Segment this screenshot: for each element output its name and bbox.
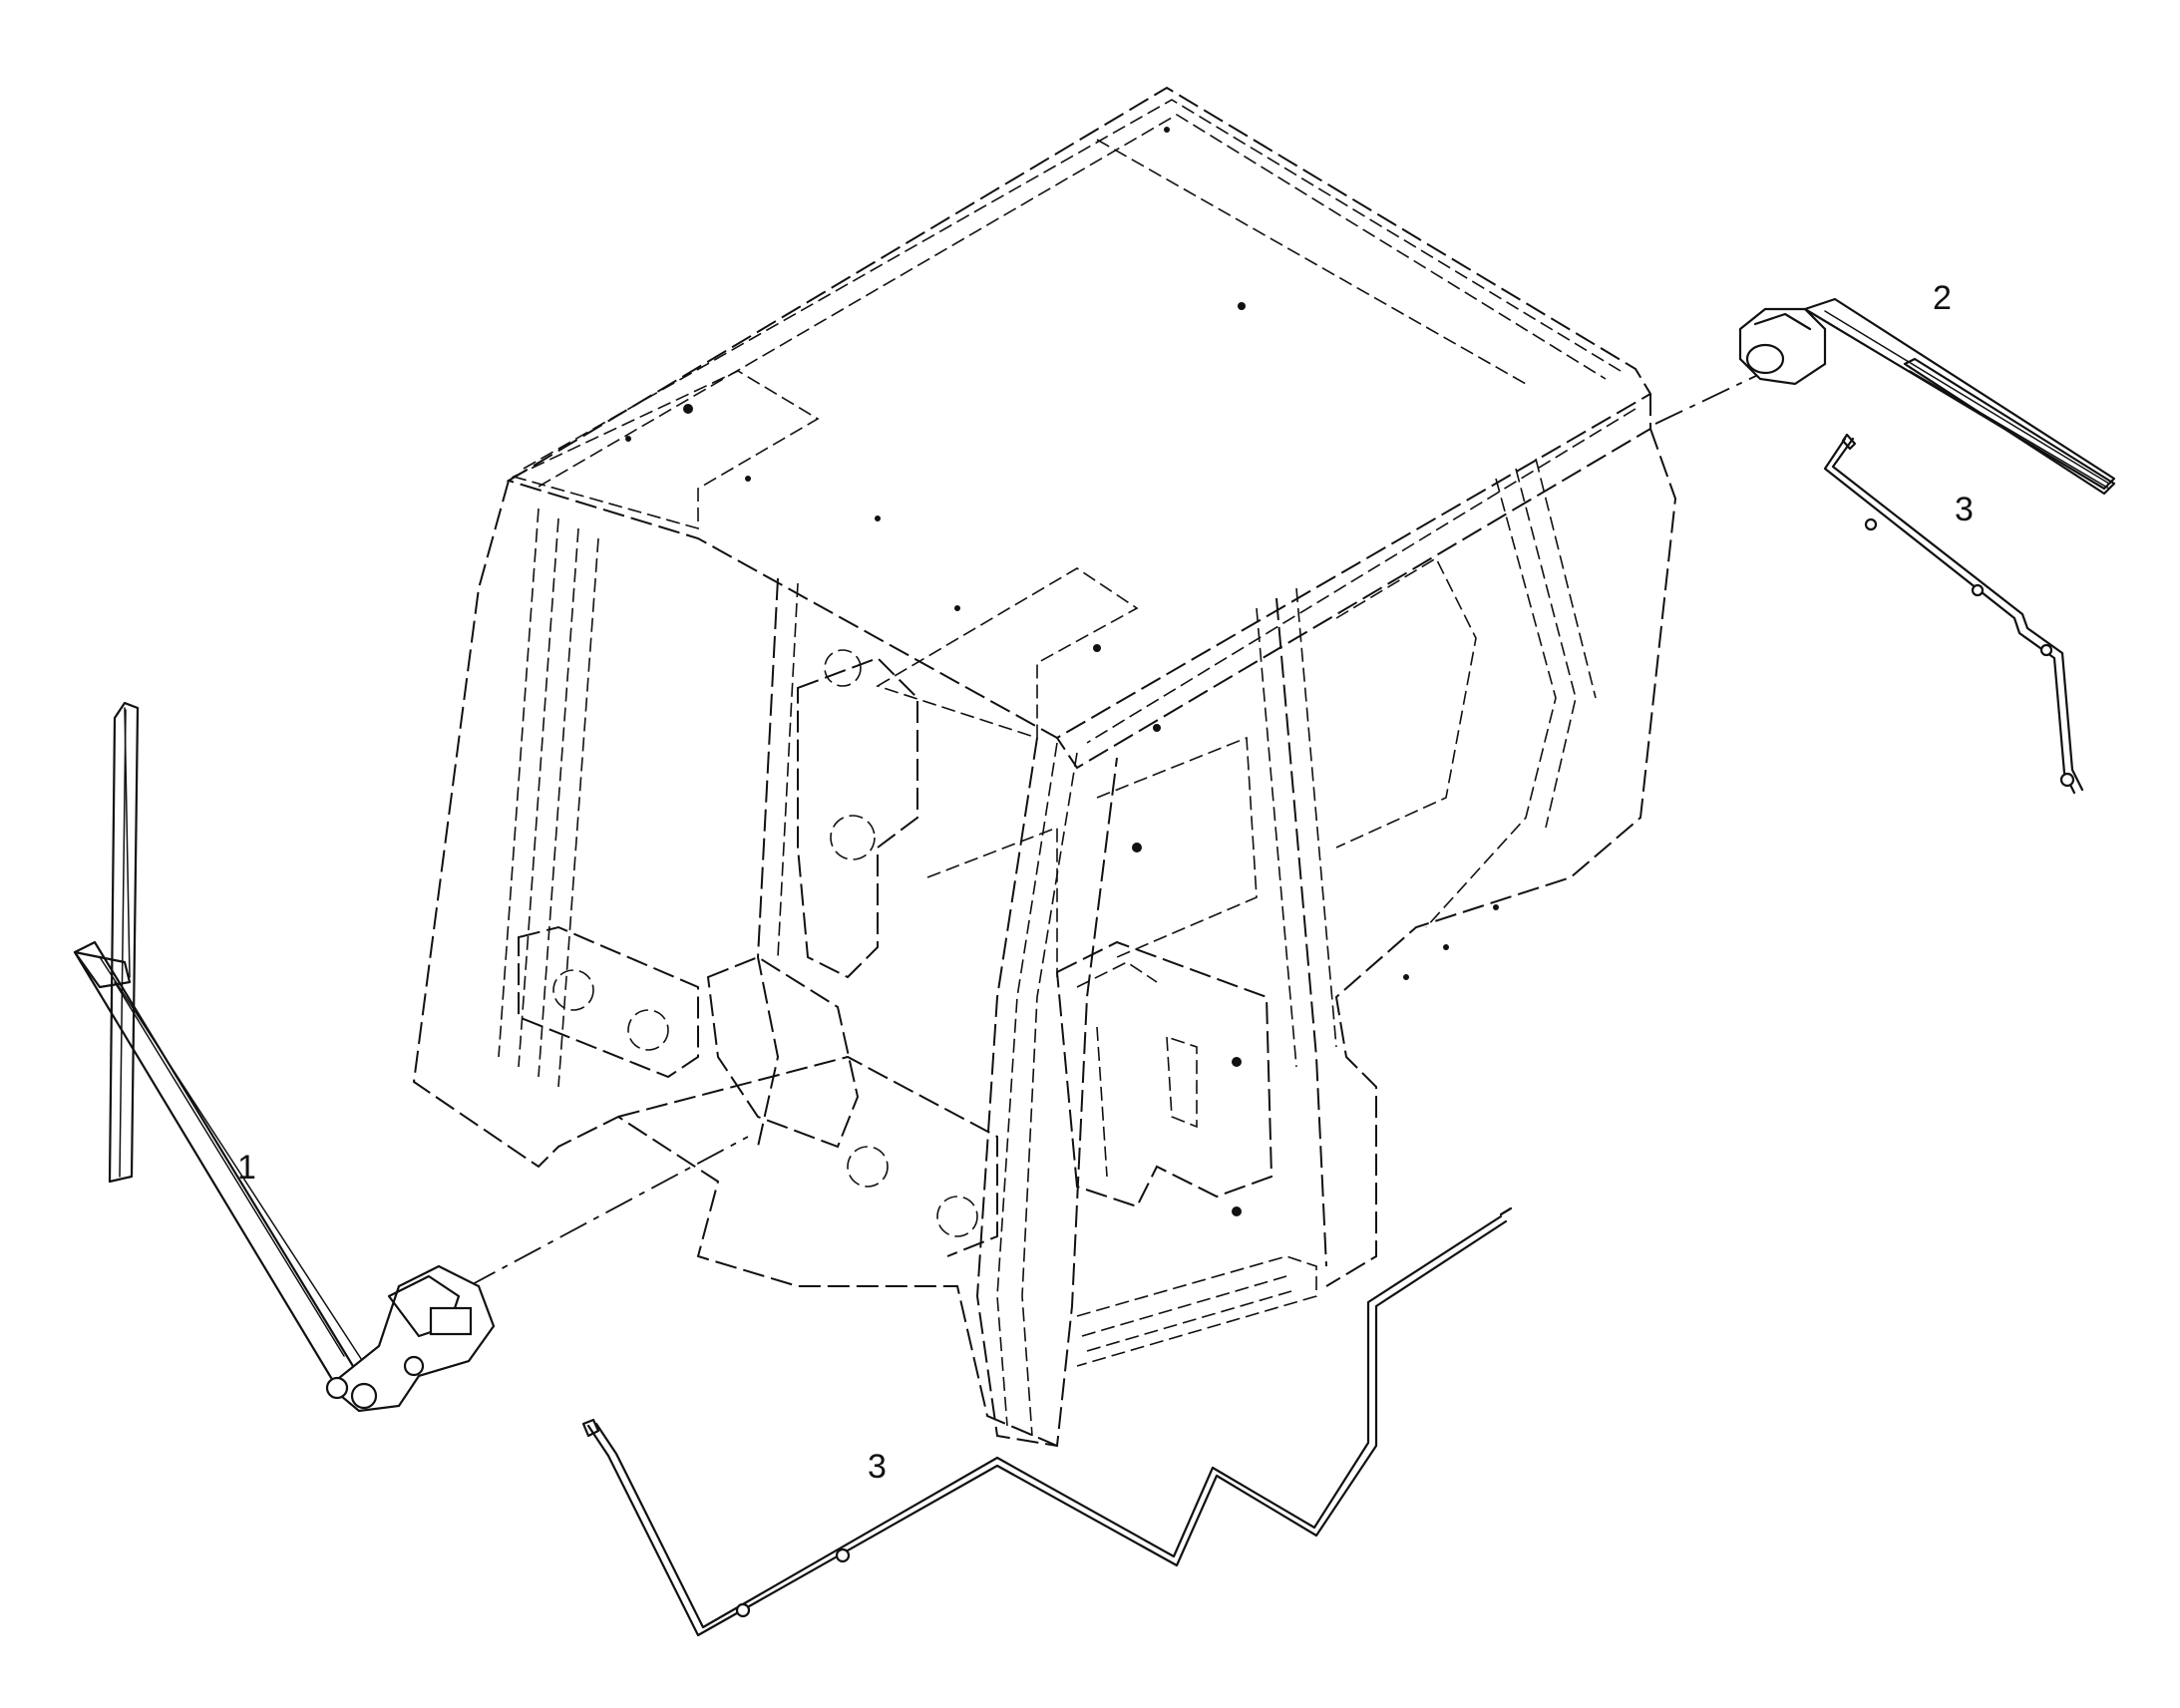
right-wiper-blade <box>1903 357 2116 496</box>
roof-panel-left <box>511 370 820 530</box>
cab-rear-pillar <box>756 577 780 1148</box>
roof-panel-front <box>876 567 1139 740</box>
cab-a-pillar-center <box>975 737 1118 1448</box>
cab-b-pillar-right <box>1275 597 1327 1267</box>
right-console <box>1055 940 1273 1208</box>
left-wiper-arm <box>73 940 361 1393</box>
center-console <box>706 955 860 1149</box>
bottom-washer-hose <box>581 1206 1513 1637</box>
callout-1: 1 <box>237 1149 256 1187</box>
callout-3-right: 3 <box>1955 491 1974 528</box>
cab-right-wall <box>1325 428 1677 1287</box>
cab-assembly <box>412 86 1677 1448</box>
cab-left-wall <box>412 480 1058 1447</box>
left-wiper-motor <box>327 1264 496 1413</box>
left-wiper-blade <box>108 701 140 1184</box>
right-wiper-motor <box>1738 307 1827 386</box>
callout-2: 2 <box>1933 279 1952 317</box>
callout-3-bottom: 3 <box>868 1448 887 1486</box>
right-wiper-assembly <box>1738 297 2116 496</box>
left-console <box>518 925 699 1079</box>
left-wiper-assembly <box>73 701 496 1413</box>
leader-line-right-motor <box>1654 373 1761 425</box>
rear-console <box>797 656 918 979</box>
cab-floor <box>617 1055 998 1257</box>
leader-line-left-motor <box>468 1136 749 1287</box>
right-washer-hose <box>1823 433 2084 795</box>
